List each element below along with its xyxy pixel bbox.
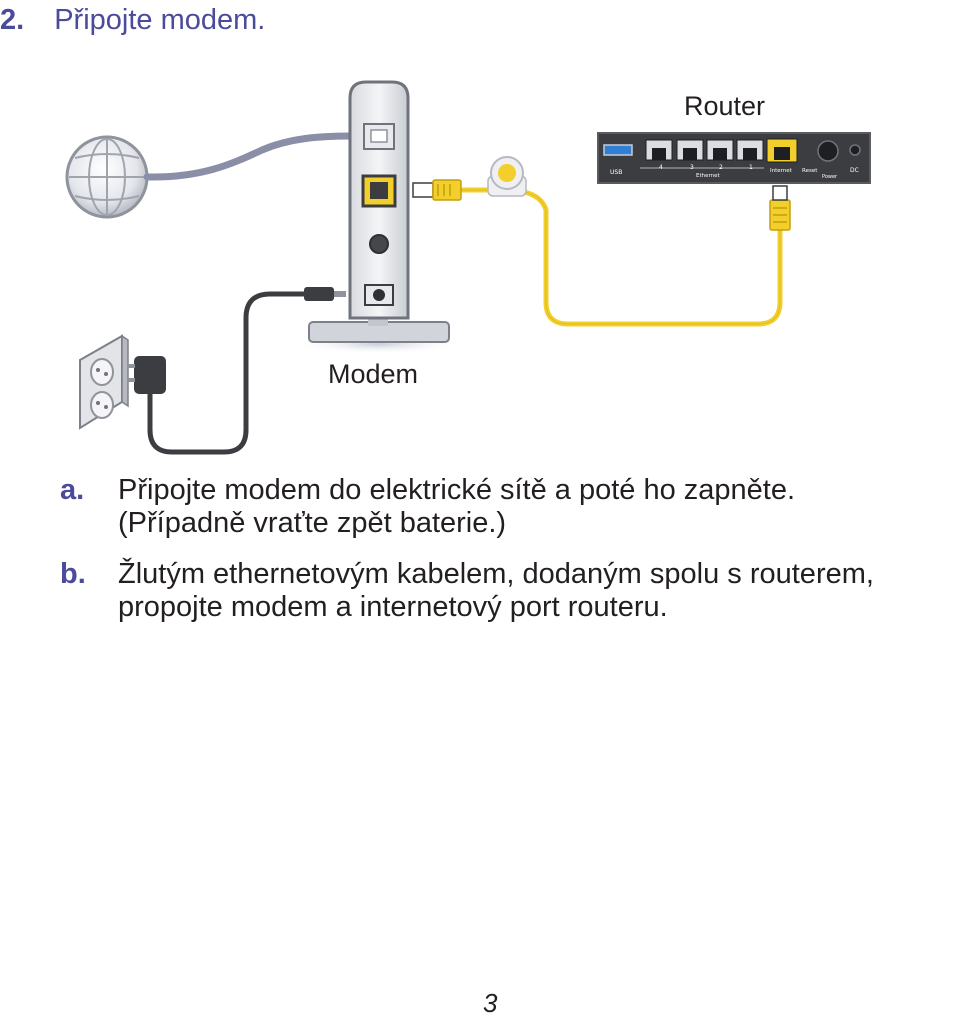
connection-diagram: USB 4 3 2 1 Ethernet Internet Reset Powe…	[65, 80, 871, 455]
step-title: Připojte modem.	[54, 4, 266, 36]
instruction-b-line-1: Žlutým ethernetovým kabelem, dodaným spo…	[118, 558, 874, 590]
power-plug-icon	[304, 287, 346, 301]
step-heading: 2. Připojte modem.	[0, 4, 265, 37]
instruction-a-marker: a.	[60, 474, 85, 506]
port-4-label: 4	[659, 164, 663, 171]
reset-label: Reset	[802, 168, 818, 174]
router-label: Router	[684, 91, 766, 121]
port-1-label: 1	[749, 164, 753, 171]
ethernet-connector-modem	[412, 179, 462, 201]
modem-label: Modem	[328, 359, 419, 389]
power-cable	[147, 291, 333, 455]
modem-device	[308, 80, 450, 343]
dc-label: DC	[850, 167, 859, 174]
instruction-a-line-1: Připojte modem do elektrické sítě a poté…	[118, 474, 796, 506]
port-2-label: 2	[719, 164, 723, 171]
page-number: 3	[483, 988, 498, 1018]
instruction-a-line-2: (Případně vraťte zpět baterie.)	[118, 507, 507, 539]
step-number: 2.	[0, 4, 25, 36]
wall-outlet-icon	[79, 334, 129, 430]
power-adapter-icon	[127, 356, 166, 394]
ethernet-cable	[442, 187, 783, 327]
power-label: Power	[822, 174, 838, 180]
phone-cable	[143, 132, 356, 181]
instruction-b-marker: b.	[60, 558, 86, 590]
cable-tie-icon	[487, 156, 527, 197]
instruction-b-line-2: propojte modem a internetový port router…	[118, 591, 668, 623]
router-rear-panel: USB 4 3 2 1 Ethernet Internet Reset Powe…	[597, 132, 871, 184]
port-3-label: 3	[690, 164, 694, 171]
internet-globe-icon	[65, 135, 149, 219]
usb-port-label: USB	[610, 169, 622, 176]
ethernet-connector-router	[769, 185, 791, 231]
ethernet-ports-label: Ethernet	[696, 173, 721, 179]
internet-port-label: Internet	[770, 168, 793, 174]
